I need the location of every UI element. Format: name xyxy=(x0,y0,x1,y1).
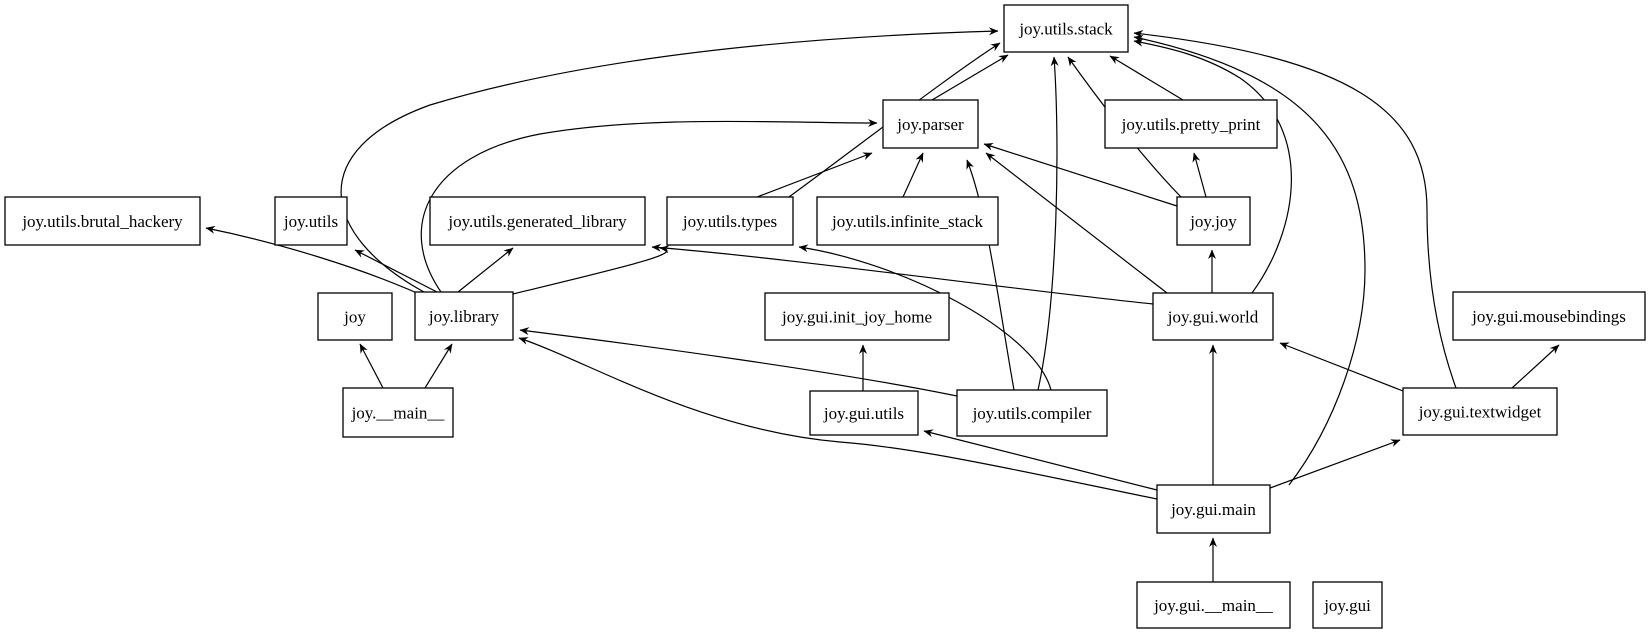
node-box-joy.gui.init_joy_home xyxy=(764,292,950,341)
node-label-joy.parser: joy.parser xyxy=(896,115,964,134)
edge-joy.__main__-to-joy.library xyxy=(424,343,453,389)
node-box-joy.joy xyxy=(1176,196,1251,246)
node-joy.library: joy.library xyxy=(414,291,514,341)
node-box-joy.utils.stack xyxy=(1003,4,1129,53)
edge-joy.library-to-joy.parser xyxy=(420,118,878,293)
node-label-joy.gui.main: joy.gui.main xyxy=(1170,500,1256,519)
node-box-joy.utils.brutal_hackery xyxy=(4,196,201,246)
node-box-joy.utils.types xyxy=(666,196,794,246)
node-label-joy.utils.generated_library: joy.utils.generated_library xyxy=(447,212,627,231)
node-box-joy.utils.pretty_print xyxy=(1104,99,1278,149)
node-box-joy xyxy=(317,292,393,341)
edge-joy.utils.compiler-to-joy.utils.types xyxy=(798,244,1052,391)
node-joy: joy xyxy=(317,292,393,341)
edge-joy.utils.compiler-to-joy.library xyxy=(519,327,958,397)
edge-joy.utils.compiler-to-joy.utils.stack xyxy=(1037,56,1059,391)
edge-joy.gui.textwidget-to-joy.utils.stack xyxy=(1133,30,1457,389)
edge-joy.library-to-joy.utils.stack xyxy=(340,27,999,293)
node-box-joy.utils.compiler xyxy=(956,389,1108,437)
node-joy.__main__: joy.__main__ xyxy=(342,387,454,438)
node-label-joy.library: joy.library xyxy=(428,307,500,326)
edge-joy.gui.textwidget-to-joy.gui.mousebindings xyxy=(1511,344,1560,389)
node-joy.gui.mousebindings: joy.gui.mousebindings xyxy=(1452,291,1646,341)
node-joy.joy: joy.joy xyxy=(1176,196,1251,246)
node-box-joy.gui.textwidget xyxy=(1402,387,1558,436)
node-joy.utils.stack: joy.utils.stack xyxy=(1003,4,1129,53)
node-box-joy.utils.infinite_stack xyxy=(816,196,999,246)
edge-joy.utils.pretty_print-to-joy.utils.stack xyxy=(1109,55,1184,101)
node-label-joy.gui.world: joy.gui.world xyxy=(1167,308,1259,327)
node-box-joy.gui.main xyxy=(1156,484,1271,534)
edge-joy.utils.types-to-joy.parser xyxy=(756,152,873,198)
edge-joy.gui.main-to-joy.library xyxy=(518,337,1158,500)
edge-joy.gui.world-to-joy.utils.generated_library xyxy=(651,243,1154,305)
edge-joy.gui.world-to-joy.parser xyxy=(985,152,1168,294)
node-joy.parser: joy.parser xyxy=(882,99,979,149)
node-box-joy.gui xyxy=(1312,581,1383,629)
node-joy.utils: joy.utils xyxy=(274,196,348,246)
node-box-joy.__main__ xyxy=(342,387,454,438)
edge-joy.library-to-joy.utils.brutal_hackery xyxy=(205,225,418,294)
edges-layer xyxy=(205,27,1560,582)
node-label-joy.utils.compiler: joy.utils.compiler xyxy=(972,404,1092,423)
node-joy.gui.main: joy.gui.main xyxy=(1156,484,1271,534)
edge-joy.__main__-to-joy xyxy=(359,343,384,389)
edge-joy.library-to-joy.utils xyxy=(354,249,438,293)
node-joy.utils.brutal_hackery: joy.utils.brutal_hackery xyxy=(4,196,201,246)
node-label-joy.utils.stack: joy.utils.stack xyxy=(1018,20,1113,39)
node-box-joy.gui.utils xyxy=(809,390,919,436)
edge-joy.joy-to-joy.parser xyxy=(983,142,1178,207)
node-box-joy.parser xyxy=(882,99,979,149)
node-joy.gui.world: joy.gui.world xyxy=(1152,292,1274,341)
node-box-joy.utils.generated_library xyxy=(429,196,646,246)
node-joy.utils.pretty_print: joy.utils.pretty_print xyxy=(1104,99,1278,149)
node-joy.gui: joy.gui xyxy=(1312,581,1383,629)
node-box-joy.utils xyxy=(274,196,348,246)
edge-joy.gui.textwidget-to-joy.gui.world xyxy=(1279,342,1404,392)
node-label-joy.gui.utils: joy.gui.utils xyxy=(823,404,904,423)
edge-joy.joy-to-joy.utils.pretty_print xyxy=(1192,152,1207,198)
node-joy.utils.types: joy.utils.types xyxy=(666,196,794,246)
node-label-joy.utils.types: joy.utils.types xyxy=(682,212,777,231)
nodes-layer: joy.utils.stack joy.parser joy.utils.prett… xyxy=(4,4,1646,629)
node-label-joy.gui.textwidget: joy.gui.textwidget xyxy=(1418,403,1542,422)
node-box-joy.gui.mousebindings xyxy=(1452,291,1646,341)
node-joy.utils.infinite_stack: joy.utils.infinite_stack xyxy=(816,196,999,246)
edge-joy.utils.compiler-to-joy.parser xyxy=(966,159,1015,391)
node-box-joy.library xyxy=(414,291,514,341)
edge-joy.utils.infinite_stack-to-joy.parser xyxy=(902,152,924,198)
edge-joy.gui.main-to-joy.gui.textwidget xyxy=(1269,439,1401,489)
node-label-joy.gui.init_joy_home: joy.gui.init_joy_home xyxy=(781,308,932,327)
edge-joy.parser-to-joy.utils.stack xyxy=(931,54,1009,101)
node-joy.utils.compiler: joy.utils.compiler xyxy=(956,389,1108,437)
node-label-joy.gui.mousebindings: joy.gui.mousebindings xyxy=(1471,307,1626,326)
node-label-joy.utils.brutal_hackery: joy.utils.brutal_hackery xyxy=(21,212,183,231)
node-label-joy.gui: joy.gui xyxy=(1323,596,1371,615)
node-joy.gui.__main__: joy.gui.__main__ xyxy=(1136,581,1291,629)
edge-joy.library-to-joy.utils.generated_library xyxy=(457,247,514,293)
node-joy.gui.init_joy_home: joy.gui.init_joy_home xyxy=(764,292,950,341)
node-joy.gui.utils: joy.gui.utils xyxy=(809,390,919,436)
edge-joy.library-to-joy.utils.types xyxy=(512,245,670,295)
node-box-joy.gui.__main__ xyxy=(1136,581,1291,629)
edge-joy.gui.main-to-joy.utils.stack xyxy=(1133,34,1366,486)
node-joy.gui.textwidget: joy.gui.textwidget xyxy=(1402,387,1558,436)
edge-joy.gui.world-to-joy.utils.stack xyxy=(1133,38,1292,294)
edge-joy.gui.main-to-joy.gui.utils xyxy=(923,429,1158,491)
node-box-joy.gui.world xyxy=(1152,292,1274,341)
node-label-joy: joy xyxy=(343,308,366,327)
node-label-joy.utils: joy.utils xyxy=(283,212,338,231)
node-label-joy.utils.pretty_print: joy.utils.pretty_print xyxy=(1121,115,1261,134)
node-label-joy.joy: joy.joy xyxy=(1189,212,1237,231)
node-label-joy.gui.__main__: joy.gui.__main__ xyxy=(1153,596,1273,615)
node-label-joy.utils.infinite_stack: joy.utils.infinite_stack xyxy=(831,212,983,231)
node-joy.utils.generated_library: joy.utils.generated_library xyxy=(429,196,646,246)
node-label-joy.__main__: joy.__main__ xyxy=(351,404,445,423)
